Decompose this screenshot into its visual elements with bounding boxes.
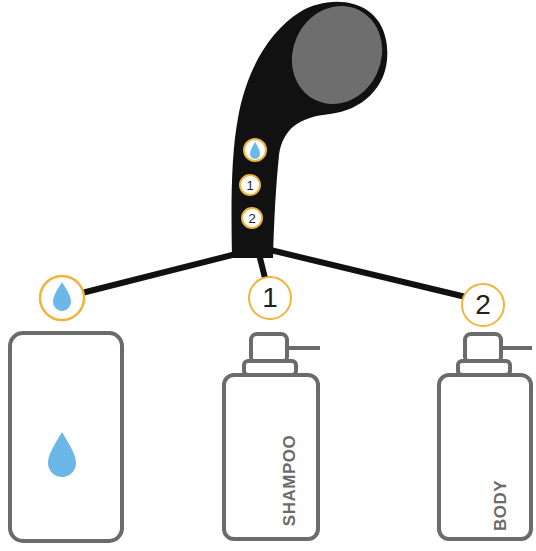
bottle-label: BODY [493,479,510,530]
callout-number: 2 [461,283,505,327]
handle-button: 1 [239,174,261,196]
callout-number: 1 [248,276,292,320]
body-bottle: BODY [437,373,533,541]
water-drop-icon [250,142,260,159]
water-callout [40,276,84,320]
shower-face [276,0,398,119]
water-button [244,139,266,161]
button-number: 2 [475,291,491,319]
button-number: 2 [248,212,255,225]
handle-button: 2 [241,207,263,229]
button-number: 1 [246,179,253,192]
shampoo-bottle: SHAMPOO [222,373,320,541]
bottle-label: SHAMPOO [282,434,299,525]
water-tank [10,333,122,541]
pump-cap [244,334,320,375]
water-drop-icon [48,432,76,477]
water-drop-icon [53,282,71,311]
button-number: 1 [262,284,278,312]
pump-cap [458,334,532,375]
